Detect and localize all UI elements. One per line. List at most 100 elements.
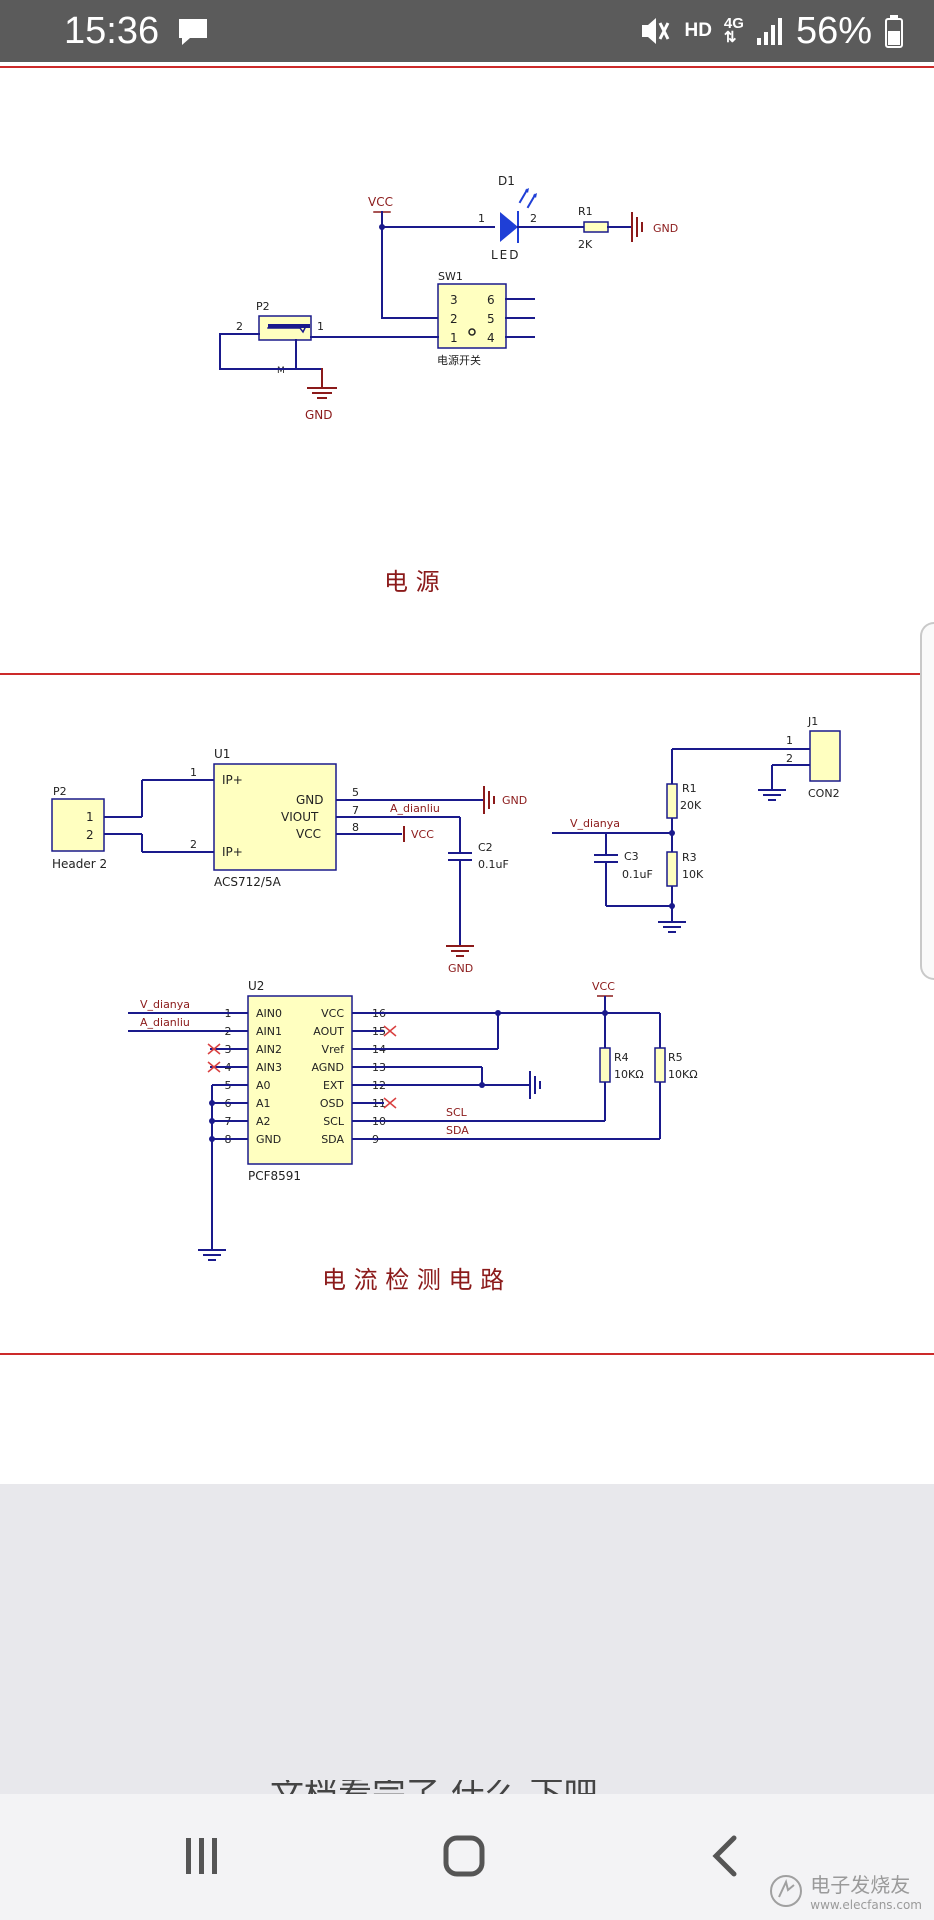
svg-text:6: 6 (487, 293, 495, 307)
recent-apps-icon (186, 1838, 217, 1874)
svg-text:IP+: IP+ (222, 845, 243, 859)
document-page[interactable]: VCC D1 1 2 LED R1 2K GND SW1 3 6 2 5 1 (0, 62, 934, 1484)
svg-text:SCL: SCL (446, 1106, 468, 1119)
elecfans-watermark: 电子发烧友 www.elecfans.com (768, 1869, 922, 1912)
svg-text:7: 7 (352, 804, 359, 817)
network-type-label: 4G⇅ (723, 15, 744, 46)
svg-text:PCF8591: PCF8591 (248, 1169, 301, 1183)
d1-ref: D1 (498, 174, 515, 188)
u2-left-pin-name: AIN2 (256, 1043, 282, 1056)
svg-text:1: 1 (450, 331, 458, 345)
partial-bottom-text: 文档看完了 什么 下吧 (270, 1780, 670, 1794)
svg-text:2: 2 (530, 212, 537, 225)
svg-text:VIOUT: VIOUT (281, 810, 319, 824)
battery-icon (885, 15, 903, 48)
svg-text:Header 2: Header 2 (52, 857, 107, 871)
status-right-group: HD 4G⇅ 56% (638, 10, 904, 52)
u2-left-pin-name: AIN3 (256, 1061, 282, 1074)
svg-text:C2: C2 (478, 841, 493, 854)
u2-left-pin-name: A1 (256, 1097, 271, 1110)
svg-text:A_dianliu: A_dianliu (390, 802, 440, 815)
svg-text:VCC: VCC (592, 980, 615, 993)
svg-text:U1: U1 (214, 747, 230, 761)
svg-text:1: 1 (786, 734, 793, 747)
recent-apps-button[interactable] (162, 1820, 242, 1892)
sw1-ref: SW1 (438, 270, 463, 283)
svg-text:GND: GND (653, 222, 678, 235)
svg-text:1: 1 (478, 212, 485, 225)
power-schematic: VCC D1 1 2 LED R1 2K GND SW1 3 6 2 5 1 (219, 174, 678, 596)
svg-text:U2: U2 (248, 979, 264, 993)
svg-text:2K: 2K (578, 238, 593, 251)
svg-text:R1: R1 (682, 782, 697, 795)
schematic-svg: VCC D1 1 2 LED R1 2K GND SW1 3 6 2 5 1 (0, 66, 934, 1355)
svg-text:CON2: CON2 (808, 787, 840, 800)
svg-text:GND: GND (448, 962, 473, 975)
mute-icon (642, 18, 670, 44)
caption-power: 电 源 (384, 568, 440, 596)
u2-right-pin-name: AGND (311, 1061, 344, 1074)
back-button[interactable] (686, 1820, 766, 1892)
watermark-url: www.elecfans.com (810, 1898, 922, 1912)
vcc-label: VCC (368, 195, 393, 209)
svg-text:V_dianya: V_dianya (140, 998, 190, 1011)
svg-text:C3: C3 (624, 850, 639, 863)
svg-text:4: 4 (487, 331, 495, 345)
svg-text:1: 1 (190, 766, 197, 779)
svg-text:5: 5 (487, 312, 495, 326)
svg-text:R1: R1 (578, 205, 593, 218)
svg-text:VCC: VCC (296, 827, 321, 841)
battery-percent: 56% (795, 9, 872, 52)
u2-right-pin-name: OSD (320, 1097, 344, 1110)
svg-text:R4: R4 (614, 1051, 629, 1064)
side-panel-handle[interactable] (920, 622, 934, 980)
home-button[interactable] (424, 1820, 504, 1892)
svg-text:GND: GND (305, 408, 333, 422)
svg-text:10KΩ: 10KΩ (614, 1068, 644, 1081)
u2-right-pin-name: Vref (322, 1043, 346, 1056)
u2-right-pin-name: VCC (321, 1007, 344, 1020)
svg-text:2: 2 (86, 828, 94, 842)
navigation-bar: 电子发烧友 www.elecfans.com (0, 1794, 934, 1920)
svg-text:20K: 20K (680, 799, 702, 812)
svg-text:A_dianliu: A_dianliu (140, 1016, 190, 1029)
svg-text:0.1uF: 0.1uF (622, 868, 653, 881)
sw1-body (437, 283, 507, 349)
svg-text:1: 1 (86, 810, 94, 824)
svg-text:3: 3 (450, 293, 458, 307)
caption-current: 电 流 检 测 电 路 (322, 1266, 504, 1294)
svg-text:10KΩ: 10KΩ (668, 1068, 698, 1081)
svg-text:0.1uF: 0.1uF (478, 858, 509, 871)
svg-text:R3: R3 (682, 851, 697, 864)
svg-text:2: 2 (786, 752, 793, 765)
u2-right-pin-name: SCL (323, 1115, 345, 1128)
svg-text:ACS712/5A: ACS712/5A (214, 875, 282, 889)
svg-text:V_dianya: V_dianya (570, 817, 620, 830)
svg-text:R5: R5 (668, 1051, 683, 1064)
current-schematic: P2 1 2 Header 2 U1 1 2 IP+ IP+ GND VIOUT… (51, 715, 841, 1294)
status-time: 15:36 (64, 10, 160, 52)
pcf8591-body (247, 995, 353, 1165)
sw1-value: 电源开关 (437, 353, 481, 367)
led-symbol (500, 212, 518, 242)
page-gap (0, 1484, 934, 1794)
watermark-name: 电子发烧友 (810, 1873, 911, 1897)
svg-text:M: M (277, 366, 285, 376)
svg-text:P2: P2 (256, 300, 270, 313)
elecfans-logo-icon (770, 1874, 803, 1907)
svg-text:2: 2 (450, 312, 458, 326)
svg-text:J1: J1 (807, 715, 818, 728)
u2-right-pin-name: SDA (321, 1133, 344, 1146)
status-bar: 15:36 HD 4G⇅ 56% (0, 0, 934, 62)
svg-text:2: 2 (190, 838, 197, 851)
svg-text:8: 8 (352, 821, 359, 834)
u2-right-pin-name: EXT (323, 1079, 344, 1092)
svg-text:VCC: VCC (411, 828, 434, 841)
svg-text:GND: GND (296, 793, 324, 807)
svg-text:5: 5 (352, 786, 359, 799)
home-icon (443, 1835, 485, 1877)
header2-body (51, 798, 105, 852)
svg-text:1: 1 (317, 320, 324, 333)
back-icon (712, 1835, 737, 1877)
svg-text:SDA: SDA (446, 1124, 469, 1137)
